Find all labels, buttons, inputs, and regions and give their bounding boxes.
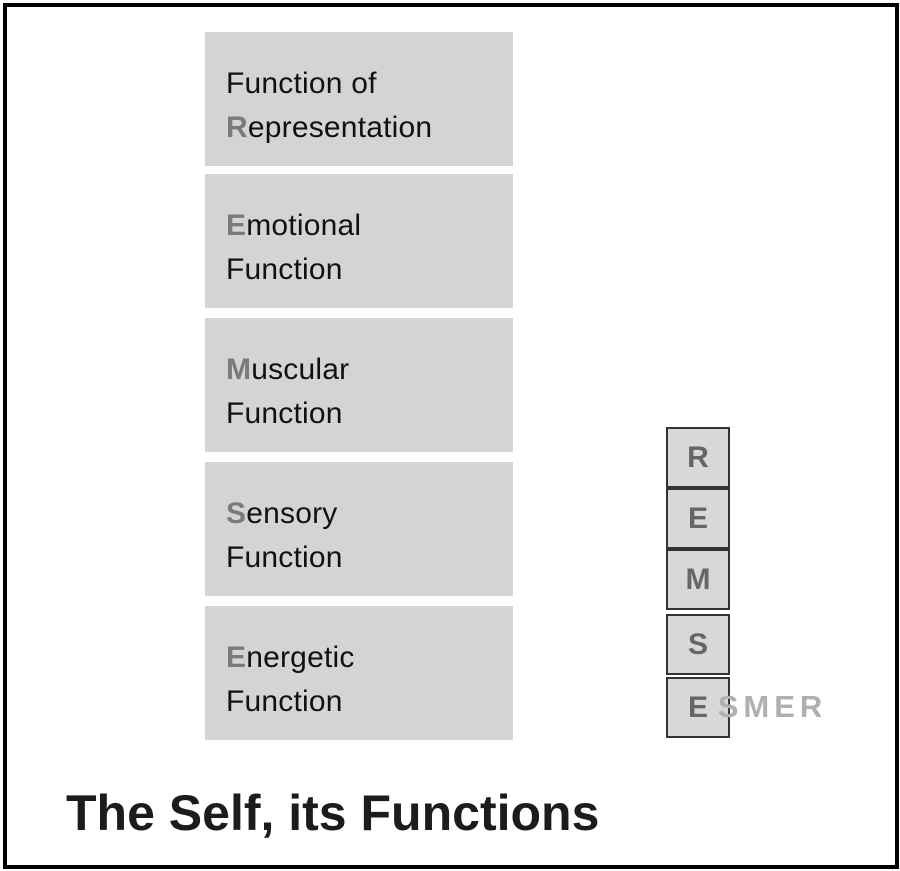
function-block-muscular: Muscular Function (205, 318, 513, 452)
function-block-sensory: Sensory Function (205, 462, 513, 596)
function-initial: R (226, 111, 248, 144)
function-label-line2: Function (226, 248, 361, 292)
reverse-acronym-rest: SMER (717, 689, 828, 724)
function-label-line1: Emotional (226, 204, 361, 248)
function-label: Energetic Function (226, 636, 355, 724)
acronym-cell-r: R (666, 427, 730, 488)
function-text: Function (226, 685, 343, 718)
function-text: Function of (226, 67, 377, 100)
acronym-cell-e: E (666, 488, 730, 549)
acronym-cell-e-bottom: E (666, 677, 730, 738)
function-label: Function of Representation (226, 62, 432, 150)
function-text: Function (226, 253, 343, 286)
function-initial: E (226, 209, 247, 242)
function-label-line1: Energetic (226, 636, 355, 680)
function-block-emotional: Emotional Function (205, 174, 513, 308)
function-text: Function (226, 541, 343, 574)
function-label-line1: Sensory (226, 492, 343, 536)
function-text: nergetic (246, 641, 355, 674)
function-label-line2: Function (226, 680, 355, 724)
function-initial: E (226, 641, 247, 674)
function-text: Function (226, 397, 343, 430)
function-label: Emotional Function (226, 204, 361, 292)
function-initial: M (226, 353, 252, 386)
acronym-cell-m: M (666, 549, 730, 610)
function-block-energetic: Energetic Function (205, 606, 513, 740)
function-initial: S (226, 497, 247, 530)
function-text: motional (246, 209, 362, 242)
function-label: Muscular Function (226, 348, 349, 436)
function-text: uscular (251, 353, 350, 386)
function-block-representation: Function of Representation (205, 32, 513, 166)
page-title: The Self, its Functions (66, 785, 600, 841)
function-label-line2: Representation (226, 106, 432, 150)
function-label-line1: Muscular (226, 348, 349, 392)
function-text: ensory (246, 497, 338, 530)
function-label-line2: Function (226, 536, 343, 580)
function-label-line1: Function of (226, 62, 432, 106)
acronym-cell-s: S (666, 614, 730, 675)
function-label-line2: Function (226, 392, 349, 436)
function-label: Sensory Function (226, 492, 343, 580)
function-text: epresentation (247, 111, 433, 144)
